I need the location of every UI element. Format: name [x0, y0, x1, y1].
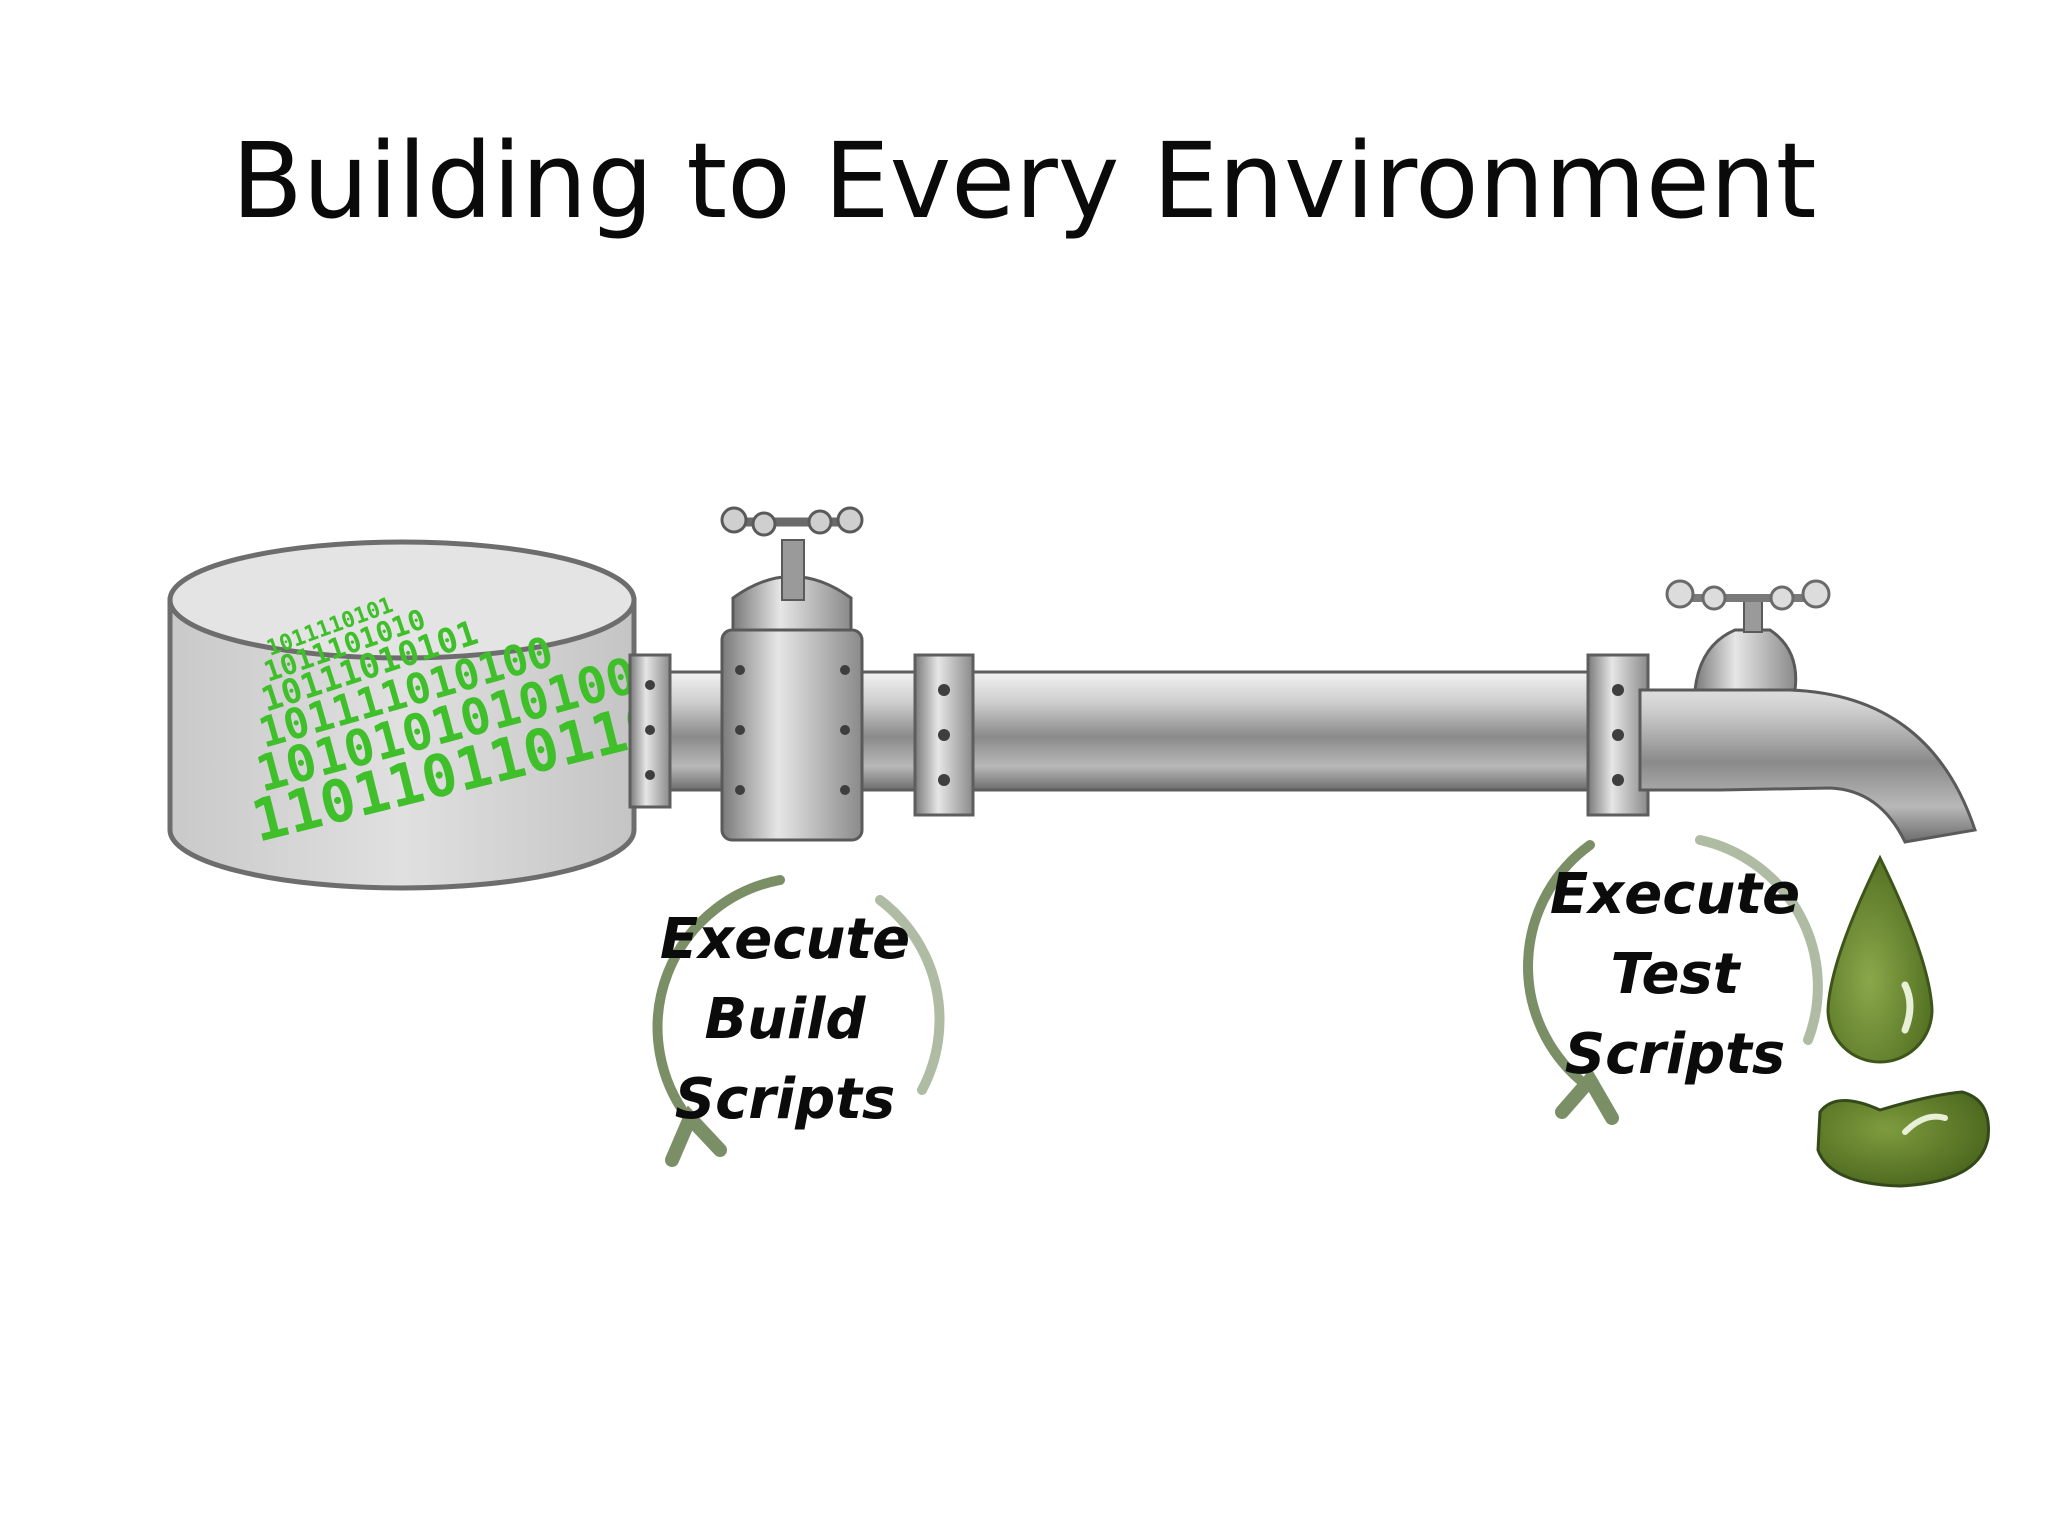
pipe-flange: [913, 653, 975, 817]
test-cycle-arrow: [1523, 835, 1823, 1125]
slide-title: Building to Every Environment: [231, 120, 1817, 242]
build-step-label: Execute Build Scripts: [650, 900, 920, 1140]
test-label-line: Execute: [1549, 862, 1801, 927]
data-tank-icon: 1101101101100 1010101010100 101111010100…: [167, 539, 702, 891]
build-label-line: Build: [704, 987, 866, 1052]
test-label-line: Scripts: [1564, 1022, 1786, 1087]
green-drop-icon: [1826, 854, 1934, 1064]
test-step-label: Execute Test Scripts: [1540, 855, 1810, 1095]
green-bean-icon: [1816, 1090, 1990, 1188]
faucet-icon: [1638, 579, 1977, 844]
build-label-line: Execute: [659, 907, 911, 972]
build-label-line: Scripts: [674, 1067, 896, 1132]
pipe-flange: [1586, 653, 1650, 817]
build-cycle-arrow: [652, 875, 945, 1167]
test-label-line: Test: [1610, 942, 1740, 1007]
valve-icon: [720, 506, 864, 842]
